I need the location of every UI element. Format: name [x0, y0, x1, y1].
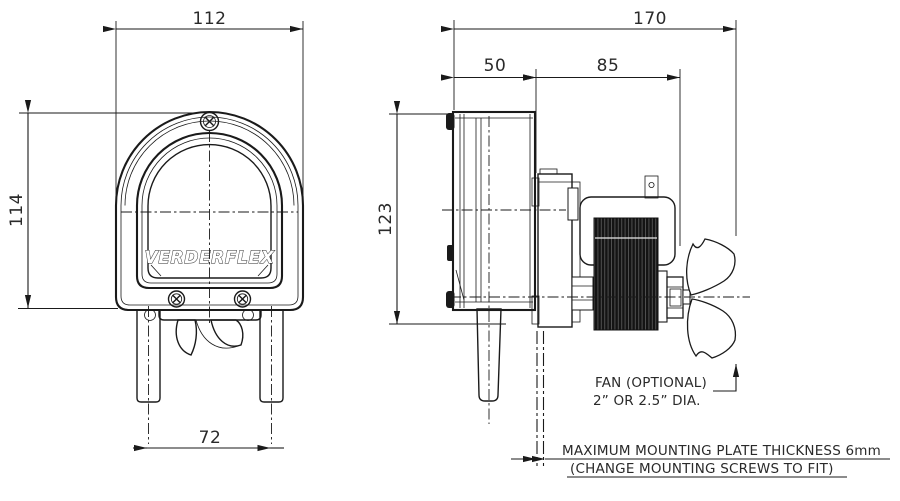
screw-top-inner	[203, 115, 216, 128]
window-corner-bevel-left	[150, 264, 162, 277]
screw-br-inner	[236, 293, 249, 305]
screw-top-cross-2	[204, 116, 215, 127]
rotor-sweep-curve	[195, 319, 239, 349]
fan-leader-line	[713, 364, 740, 392]
mounting-note-line1: MAXIMUM MOUNTING PLATE THICKNESS 6mm	[562, 443, 881, 459]
dim-value-front-height: 114	[7, 193, 27, 227]
nut-center	[669, 288, 682, 307]
gearbox-body	[537, 173, 573, 328]
fan-note-line1: FAN (OPTIONAL)	[595, 375, 707, 391]
fan	[686, 238, 737, 359]
screw-br-outer	[233, 290, 252, 308]
foot-left	[136, 310, 161, 403]
pump-head-body	[451, 110, 537, 312]
foot-right	[259, 310, 284, 403]
pump-feet-front	[136, 309, 284, 403]
terminal-hole	[648, 181, 655, 188]
dim-value-head-depth: 50	[484, 56, 507, 76]
side-view: 170 50 85 123 FAN (OPTIONAL) 2” OR 2.5” …	[376, 9, 890, 478]
motor	[579, 175, 691, 331]
dimension-front-width: 112	[103, 9, 304, 198]
mounting-note: MAXIMUM MOUNTING PLATE THICKNESS 6mm (CH…	[511, 443, 890, 478]
dimension-side-height: 123	[376, 101, 506, 325]
dim-value-foot-spacing: 72	[199, 428, 222, 448]
housing-door	[135, 132, 284, 290]
gearbox-top-step	[539, 168, 558, 175]
hose-clamp-nub	[447, 245, 454, 261]
dimension-head-depth: 50	[441, 56, 537, 173]
pump-housing-front	[114, 111, 305, 312]
window-corner-bevel-right	[257, 264, 269, 277]
fan-note: FAN (OPTIONAL) 2” OR 2.5” DIA.	[593, 364, 740, 409]
bearing-boss	[657, 270, 668, 323]
shaft-coupling	[571, 276, 594, 311]
fan-note-line2: 2” OR 2.5” DIA.	[593, 393, 701, 409]
motor-stator-stack	[593, 217, 659, 331]
screw-bl-outer	[167, 290, 186, 308]
gearbox-clip-top	[531, 177, 540, 207]
rotor-lip	[158, 309, 262, 321]
screw-top-outer	[199, 111, 220, 132]
rotor-blade-right	[210, 319, 244, 347]
terminal-tab	[644, 175, 659, 199]
dim-value-side-height: 123	[376, 202, 396, 236]
housing-outer-shell	[114, 111, 305, 312]
front-centerlines	[121, 131, 298, 444]
clip-pivot-right	[242, 309, 254, 321]
side-centerlines	[442, 116, 750, 424]
dimension-foot-spacing: 72	[133, 428, 284, 452]
clip-pivot-left	[144, 309, 156, 321]
screw-bl-inner	[170, 293, 183, 305]
screw-bl-cross-2	[172, 294, 181, 304]
dimension-motor-length: 85	[523, 56, 681, 246]
gearbox-clip-bottom	[531, 295, 540, 325]
gearbox	[531, 168, 594, 328]
pump-head-bevel	[455, 269, 465, 301]
motor-mount-boss	[567, 187, 579, 221]
fan-blade-upper	[686, 238, 736, 296]
door-window	[147, 143, 272, 279]
rotor-blade-left	[175, 319, 198, 356]
screw-bottom-left	[167, 290, 186, 308]
mounting-note-line2: (CHANGE MOUNTING SCREWS TO FIT)	[570, 461, 834, 477]
dimension-overall-length: 170	[441, 9, 737, 236]
screw-br-cross-2	[238, 294, 247, 304]
foot-side	[476, 308, 502, 402]
housing-ring-1	[120, 116, 299, 306]
dim-value-motor-length: 85	[597, 56, 620, 76]
pump-head-side	[446, 110, 537, 312]
screw-top	[199, 111, 220, 132]
dimension-front-height: 114	[7, 100, 200, 309]
door-ring	[141, 137, 278, 284]
dim-value-front-width: 112	[193, 9, 227, 29]
mounting-plate	[536, 331, 545, 466]
fan-blade-lower	[686, 298, 737, 359]
head-screw-top-side	[446, 113, 455, 130]
front-view: VERDERFLEX	[7, 9, 305, 452]
head-screw-bottom-side	[446, 291, 455, 308]
shaft-nut	[666, 276, 684, 319]
screw-bottom-right	[233, 290, 252, 308]
dim-value-overall-length: 170	[633, 9, 667, 29]
